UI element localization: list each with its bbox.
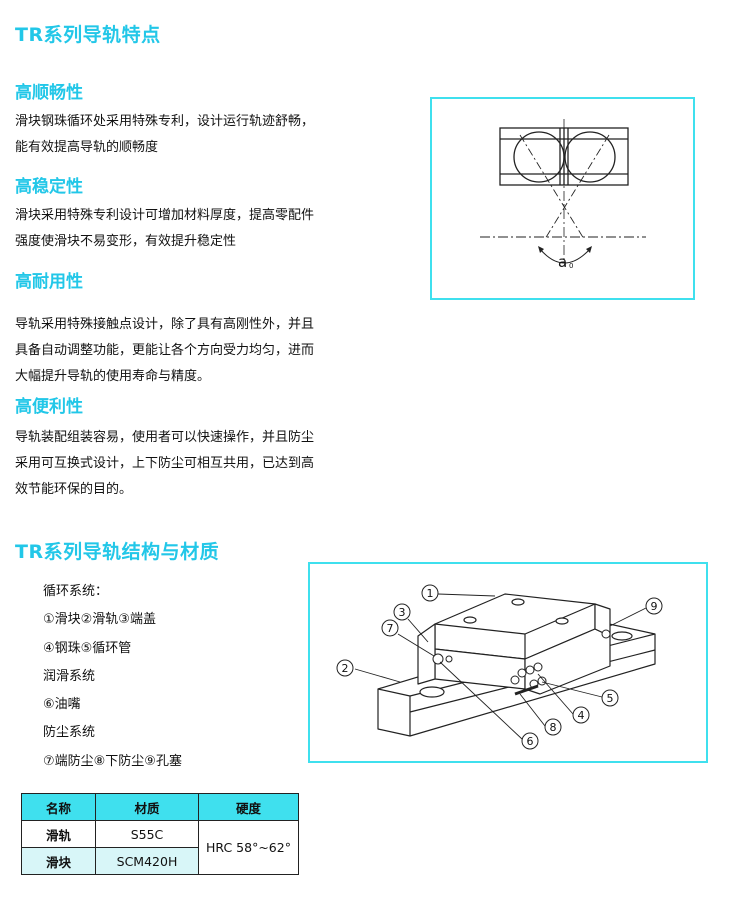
table-header-row: 名称 材质 硬度: [21, 793, 299, 821]
table-cell-material: S55C: [95, 820, 199, 848]
table-header-name: 名称: [21, 793, 96, 821]
callout-5: 5: [607, 692, 614, 705]
structure-item: ①滑块②滑轨③端盖: [43, 612, 156, 627]
table-cell-hardness: HRC 58°~62°: [198, 820, 299, 875]
table-header-material: 材质: [95, 793, 199, 821]
feature-text-durable: 导轨采用特殊接触点设计，除了具有高刚性外，并且 具备自动调整功能，更能让各个方向…: [15, 312, 360, 390]
callout-6: 6: [527, 735, 534, 748]
table-cell-material: SCM420H: [95, 847, 199, 875]
callout-9: 9: [651, 600, 658, 613]
callout-4: 4: [578, 709, 585, 722]
table-cell-name: 滑轨: [21, 820, 96, 848]
feature-heading-convenient: 高便利性: [15, 397, 83, 417]
contact-angle-diagram-frame: a 0: [430, 97, 695, 300]
feature-line: 导轨采用特殊接触点设计，除了具有高刚性外，并且: [15, 317, 315, 332]
section-title-structure: TR系列导轨结构与材质: [15, 541, 220, 563]
table-header-hardness: 硬度: [198, 793, 299, 821]
material-table: 名称 材质 硬度 滑轨 S55C HRC 58°~62° 滑块 SCM420H: [21, 793, 299, 875]
feature-text-stable: 滑块采用特殊专利设计可增加材料厚度，提高零配件 强度使滑块不易变形，有效提升稳定…: [15, 203, 360, 255]
structure-item: ④钢珠⑤循环管: [43, 641, 132, 656]
feature-line: 滑块钢珠循环处采用特殊专利，设计运行轨迹舒畅，: [15, 114, 315, 129]
structure-item: 循环系统：: [43, 584, 109, 599]
structure-item: 润滑系统: [43, 669, 96, 684]
feature-text-convenient: 导轨装配组装容易，使用者可以快速操作，并且防尘 采用可互换式设计，上下防尘可相互…: [15, 425, 360, 503]
feature-line: 导轨装配组装容易，使用者可以快速操作，并且防尘: [15, 430, 315, 445]
structure-item: 防尘系统: [43, 725, 96, 740]
feature-heading-smooth: 高顺畅性: [15, 83, 83, 103]
feature-line: 大幅提升导轨的使用寿命与精度。: [15, 369, 211, 384]
callout-3: 3: [399, 606, 406, 619]
structure-item: ⑥油嘴: [43, 697, 81, 712]
table-row: 滑轨 S55C HRC 58°~62°: [21, 820, 299, 875]
feature-line: 能有效提高导轨的顺畅度: [15, 140, 159, 155]
material-table-wrapper: 名称 材质 硬度 滑轨 S55C HRC 58°~62° 滑块 SCM420H: [21, 793, 299, 875]
feature-line: 滑块采用特殊专利设计可增加材料厚度，提高零配件: [15, 208, 315, 223]
callout-8: 8: [550, 721, 557, 734]
feature-line: 采用可互换式设计，上下防尘可相互共用，已达到高: [15, 456, 315, 471]
contact-angle-diagram: a 0: [480, 119, 646, 271]
callout-2: 2: [342, 662, 349, 675]
callout-1: 1: [427, 587, 434, 600]
linear-guide-illustration-frame: 1 3 7 2 9 5 4 8 6: [308, 562, 708, 763]
angle-label: a: [558, 253, 567, 271]
linear-guide-illustration: 1 3 7 2 9 5 4 8 6: [336, 584, 663, 750]
feature-line: 强度使滑块不易变形，有效提升稳定性: [15, 234, 237, 249]
feature-text-smooth: 滑块钢珠循环处采用特殊专利，设计运行轨迹舒畅， 能有效提高导轨的顺畅度: [15, 109, 360, 161]
table-cell-name: 滑块: [21, 847, 96, 875]
structure-item: ⑦端防尘⑧下防尘⑨孔塞: [43, 754, 182, 769]
callout-7: 7: [387, 622, 394, 635]
angle-subscript: 0: [569, 262, 573, 270]
feature-heading-stable: 高稳定性: [15, 177, 83, 197]
section-title-features: TR系列导轨特点: [15, 24, 161, 46]
feature-line: 具备自动调整功能，更能让各个方向受力均匀，进而: [15, 343, 315, 358]
feature-line: 效节能环保的目的。: [15, 482, 133, 497]
feature-heading-durable: 高耐用性: [15, 272, 83, 292]
table-row: 滑块 SCM420H: [21, 847, 299, 875]
